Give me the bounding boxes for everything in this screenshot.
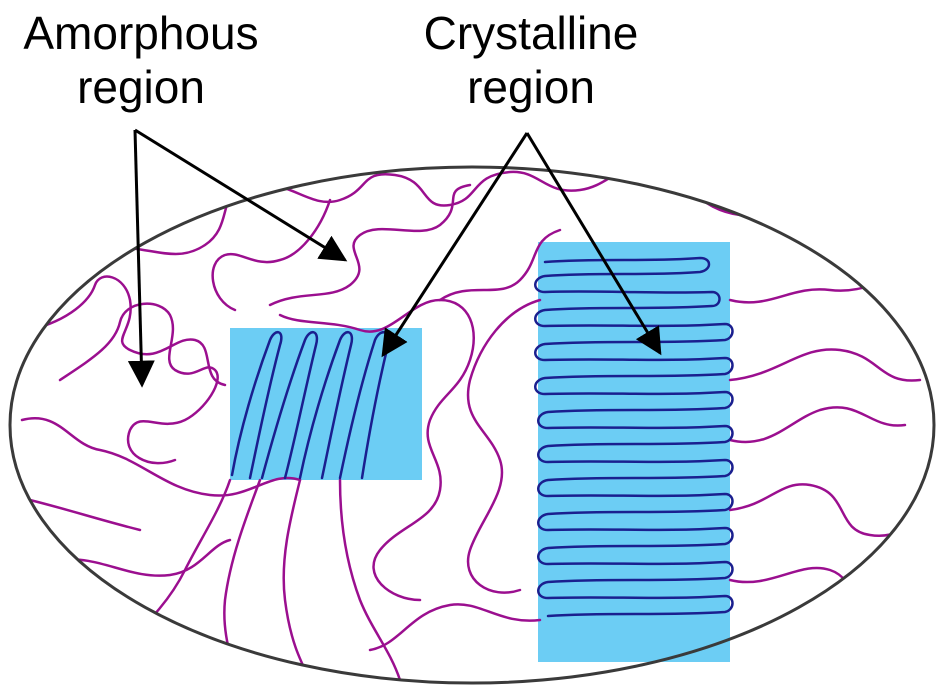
arrow-amorphous-right [135, 130, 345, 260]
amorphous-chains [12, 168, 930, 680]
arrow-amorphous-left [135, 130, 142, 385]
crystalline-region-label: Crystalline region [395, 6, 667, 114]
amorphous-region-label: Amorphous region [0, 6, 282, 114]
crystalline-label-line2: region [395, 60, 667, 114]
amorphous-label-line1: Amorphous [0, 6, 282, 60]
amorphous-label-line2: region [0, 60, 282, 114]
crystalline-label-line1: Crystalline [395, 6, 667, 60]
crystalline-region-right [538, 242, 730, 662]
